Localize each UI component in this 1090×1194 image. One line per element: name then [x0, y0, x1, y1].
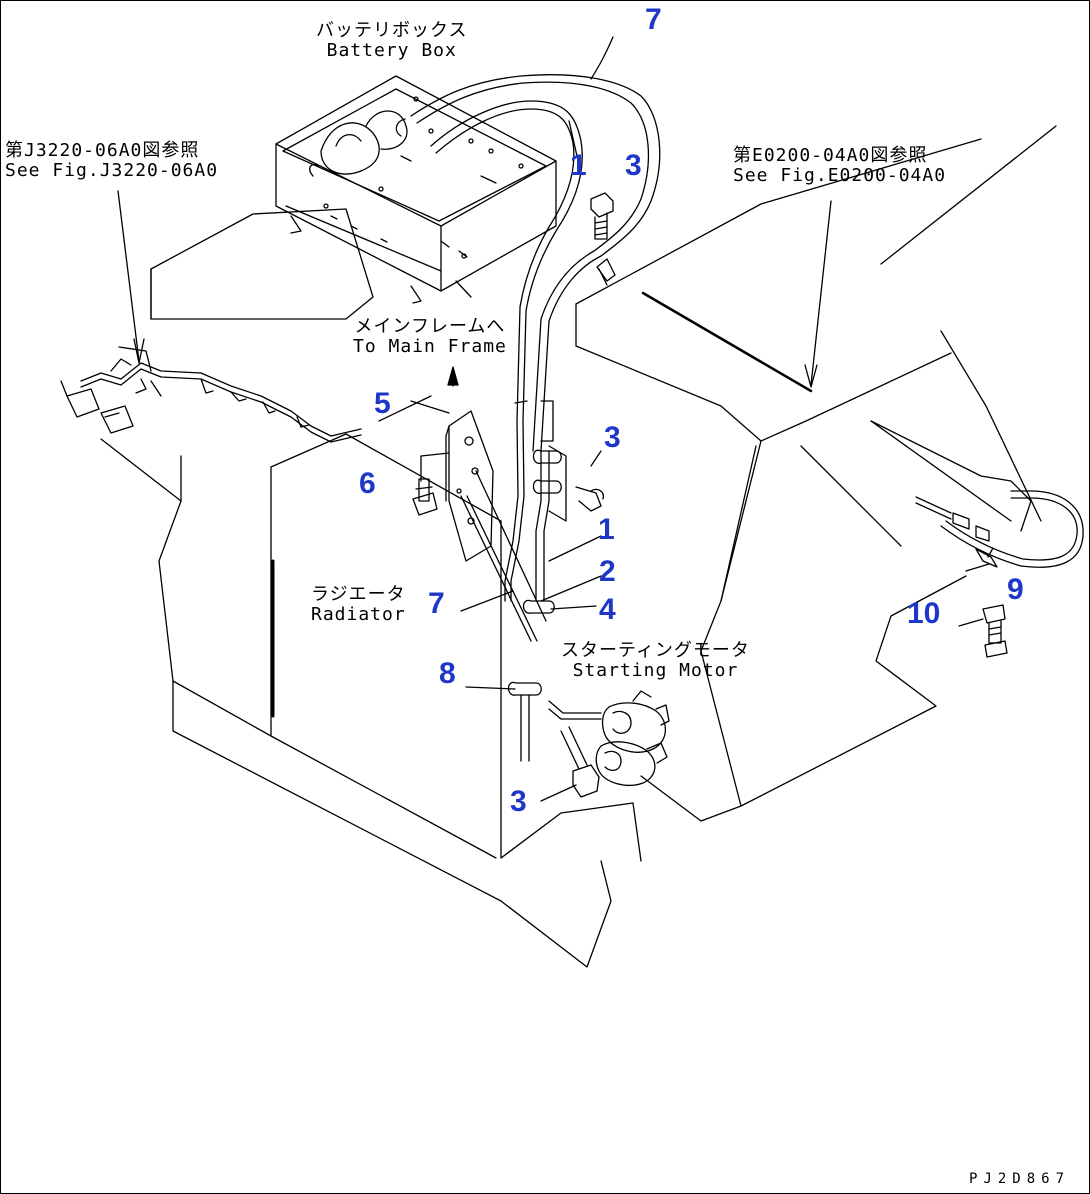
callout-6: 6 — [359, 467, 376, 500]
callout-5: 5 — [374, 387, 391, 420]
battery-cables — [395, 74, 661, 602]
callout-9: 9 — [1007, 573, 1024, 606]
frame-outline — [100, 125, 1057, 968]
starting-motors — [548, 690, 670, 786]
starting-motor-label-jp: スターティングモータ — [561, 640, 750, 661]
main-frame-arrow — [447, 366, 459, 387]
callout-7-middle: 7 — [428, 587, 445, 620]
leader-lines — [117, 36, 990, 802]
starting-motor-label: スターティングモータ Starting Motor — [561, 641, 750, 681]
left-harness — [60, 346, 362, 443]
ref-left-label: 第J3220-06A0図参照 See Fig.J3220-06A0 — [5, 141, 218, 181]
right-cable — [915, 490, 1084, 658]
ref-left-label-en: See Fig.J3220-06A0 — [5, 160, 219, 181]
callout-3-top: 3 — [625, 149, 642, 182]
radiator-label-jp: ラジエータ — [311, 584, 406, 605]
drawing-code: PJ2D867 — [969, 1171, 1071, 1187]
bracket-part-5 — [412, 410, 547, 642]
callout-10: 10 — [907, 597, 941, 630]
callout-3-middle: 3 — [604, 421, 621, 454]
callout-8: 8 — [439, 657, 456, 690]
ref-right-label-en: See Fig.E0200-04A0 — [733, 165, 947, 186]
ref-left-label-jp: 第J3220-06A0図参照 — [5, 140, 200, 161]
bolt-part-3-top — [590, 192, 614, 240]
battery-box-label-en: Battery Box — [326, 40, 457, 61]
starting-motor-label-en: Starting Motor — [572, 660, 739, 681]
callout-7-top: 7 — [645, 3, 662, 36]
callout-1-top: 1 — [570, 149, 587, 182]
radiator-label-en: Radiator — [311, 604, 406, 625]
battery-box-label-jp: バッテリボックス — [316, 20, 468, 41]
bolt-part-3-bottom — [560, 726, 600, 798]
battery-box-drawing — [275, 75, 557, 304]
callout-1-middle: 1 — [598, 513, 615, 546]
callout-4: 4 — [599, 593, 616, 626]
battery-box-label: バッテリボックス Battery Box — [316, 21, 467, 61]
main-frame-label-jp: メインフレームへ — [354, 316, 506, 337]
ref-right-label: 第E0200-04A0図参照 See Fig.E0200-04A0 — [733, 146, 946, 186]
clamp-assembly — [507, 445, 604, 762]
main-frame-label: メインフレームへ To Main Frame — [353, 317, 507, 357]
callout-3-bottom: 3 — [510, 785, 527, 818]
radiator-label: ラジエータ Radiator — [311, 585, 406, 625]
main-frame-label-en: To Main Frame — [353, 336, 507, 357]
callout-2: 2 — [599, 555, 616, 588]
ref-right-label-jp: 第E0200-04A0図参照 — [733, 145, 928, 166]
